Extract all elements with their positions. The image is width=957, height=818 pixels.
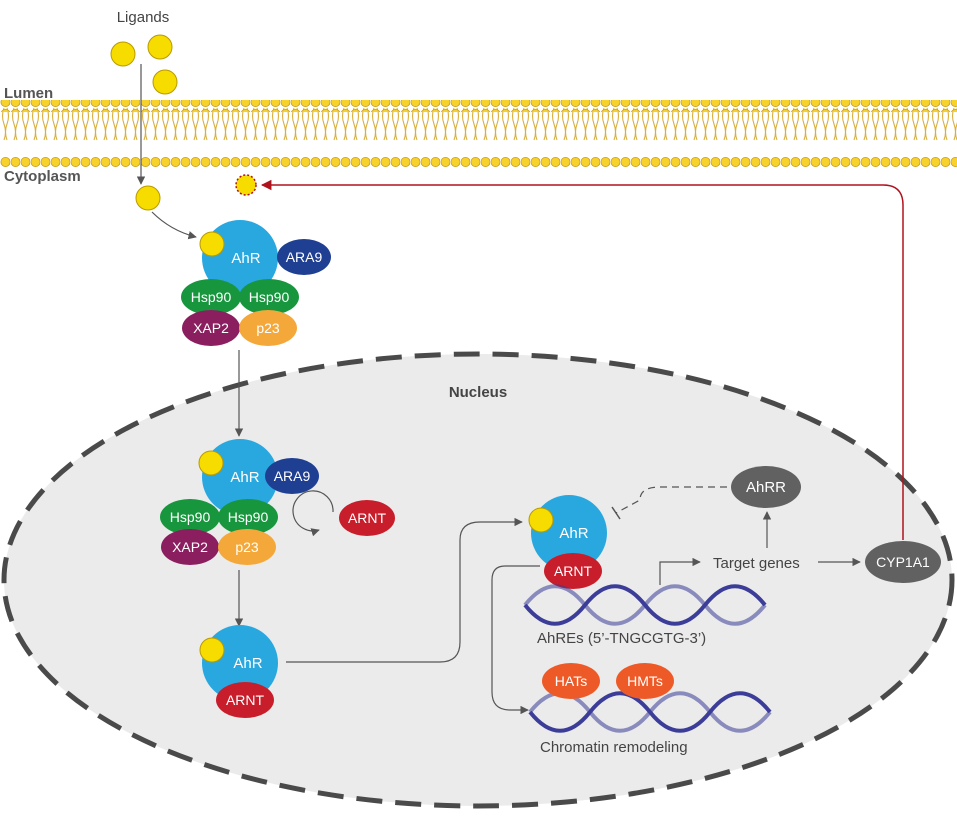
- p23-label-nuclear: p23: [235, 539, 259, 555]
- ara9-label: ARA9: [286, 249, 323, 265]
- transcription-start-arrow: [659, 557, 701, 585]
- bound-ligand-nuclear: [198, 450, 224, 476]
- hmts-label: HMTs: [627, 673, 663, 689]
- hsp90-label-left: Hsp90: [191, 289, 232, 305]
- p23-protein-nuclear: [218, 529, 276, 565]
- hsp90-protein-right: [239, 279, 299, 315]
- cyp1a1-label: CYP1A1: [876, 554, 930, 570]
- ahr-arnt-heterodimer: AhR ARNT: [199, 625, 278, 718]
- arnt-label-free: ARNT: [348, 510, 387, 526]
- ahres-label: AhREs (5’-TNGCGTG-3’): [537, 630, 706, 647]
- hsp90-label-nuclear-left: Hsp90: [170, 509, 211, 525]
- dna-bound-complex: AhR ARNT: [528, 495, 607, 589]
- bound-ligand: [199, 231, 225, 257]
- p23-label: p23: [256, 320, 280, 336]
- ahr-label: AhR: [231, 250, 260, 267]
- ligand-3: [152, 69, 178, 95]
- ahr-label-dna: AhR: [559, 525, 588, 542]
- ahr-label-dimer: AhR: [233, 655, 262, 672]
- ahrr-label: AhRR: [746, 479, 786, 496]
- arnt-label-dimer: ARNT: [226, 692, 265, 708]
- xap2-protein: [182, 310, 240, 346]
- ara9-protein-nuclear: [265, 458, 319, 494]
- chromatin-remodeling-arrow: [491, 565, 540, 715]
- arnt-label-dna: ARNT: [554, 563, 593, 579]
- p23-protein: [239, 310, 297, 346]
- nucleus-envelope: [1, 351, 955, 809]
- nucleus-label: Nucleus: [449, 384, 507, 401]
- xap2-protein-nuclear: [161, 529, 219, 565]
- nuclear-ahr-complex: AhR ARA9 Hsp90 Hsp90 XAP2 p23: [160, 439, 319, 565]
- hsp90-label-right: Hsp90: [249, 289, 290, 305]
- arnt-protein-dimer: [216, 682, 274, 718]
- cyp1a1-protein: [865, 541, 941, 583]
- dna-binding-arrow: [286, 517, 523, 663]
- cytoplasmic-ahr-complex: AhR ARA9 Hsp90 Hsp90 XAP2 p23: [181, 220, 331, 346]
- dna-helix-ahres: [523, 584, 767, 626]
- ara9-label-nuclear: ARA9: [274, 468, 311, 484]
- ligand-1: [110, 41, 136, 67]
- ligand-cytoplasm: [135, 185, 161, 211]
- ligand-binding-arrow: [151, 211, 197, 240]
- hsp90-label-nuclear-right: Hsp90: [228, 509, 269, 525]
- ligands-label: Ligands: [117, 9, 170, 26]
- arnt-exchange-cycle-arrow: [292, 490, 334, 537]
- ara9-protein: [277, 239, 331, 275]
- bound-ligand-dimer: [199, 637, 225, 663]
- cytoplasm-label: Cytoplasm: [4, 168, 81, 185]
- ahr-label-nuclear: AhR: [230, 469, 259, 486]
- hats-protein: [542, 663, 600, 699]
- cell-membrane: [0, 100, 957, 167]
- hsp90-protein-left: [181, 279, 241, 315]
- bound-ligand-dna: [528, 507, 554, 533]
- xap2-label-nuclear: XAP2: [172, 539, 208, 555]
- hats-label: HATs: [555, 673, 587, 689]
- lumen-label: Lumen: [4, 85, 53, 102]
- metabolism-feedback-arrow: [260, 179, 904, 540]
- ahrr-inhibition-bar: [611, 506, 621, 520]
- ahrr-protein: [731, 466, 801, 508]
- hsp90-protein-nuclear-left: [160, 499, 220, 535]
- hsp90-protein-nuclear-right: [218, 499, 278, 535]
- arnt-protein-free: [339, 500, 395, 536]
- target-genes-label: Target genes: [713, 555, 800, 572]
- metabolized-ligand: [235, 174, 257, 196]
- arnt-protein-dna: [544, 553, 602, 589]
- hmts-protein: [616, 663, 674, 699]
- chromatin-remodeling-label: Chromatin remodeling: [540, 739, 688, 756]
- xap2-label: XAP2: [193, 320, 229, 336]
- ligand-2: [147, 34, 173, 60]
